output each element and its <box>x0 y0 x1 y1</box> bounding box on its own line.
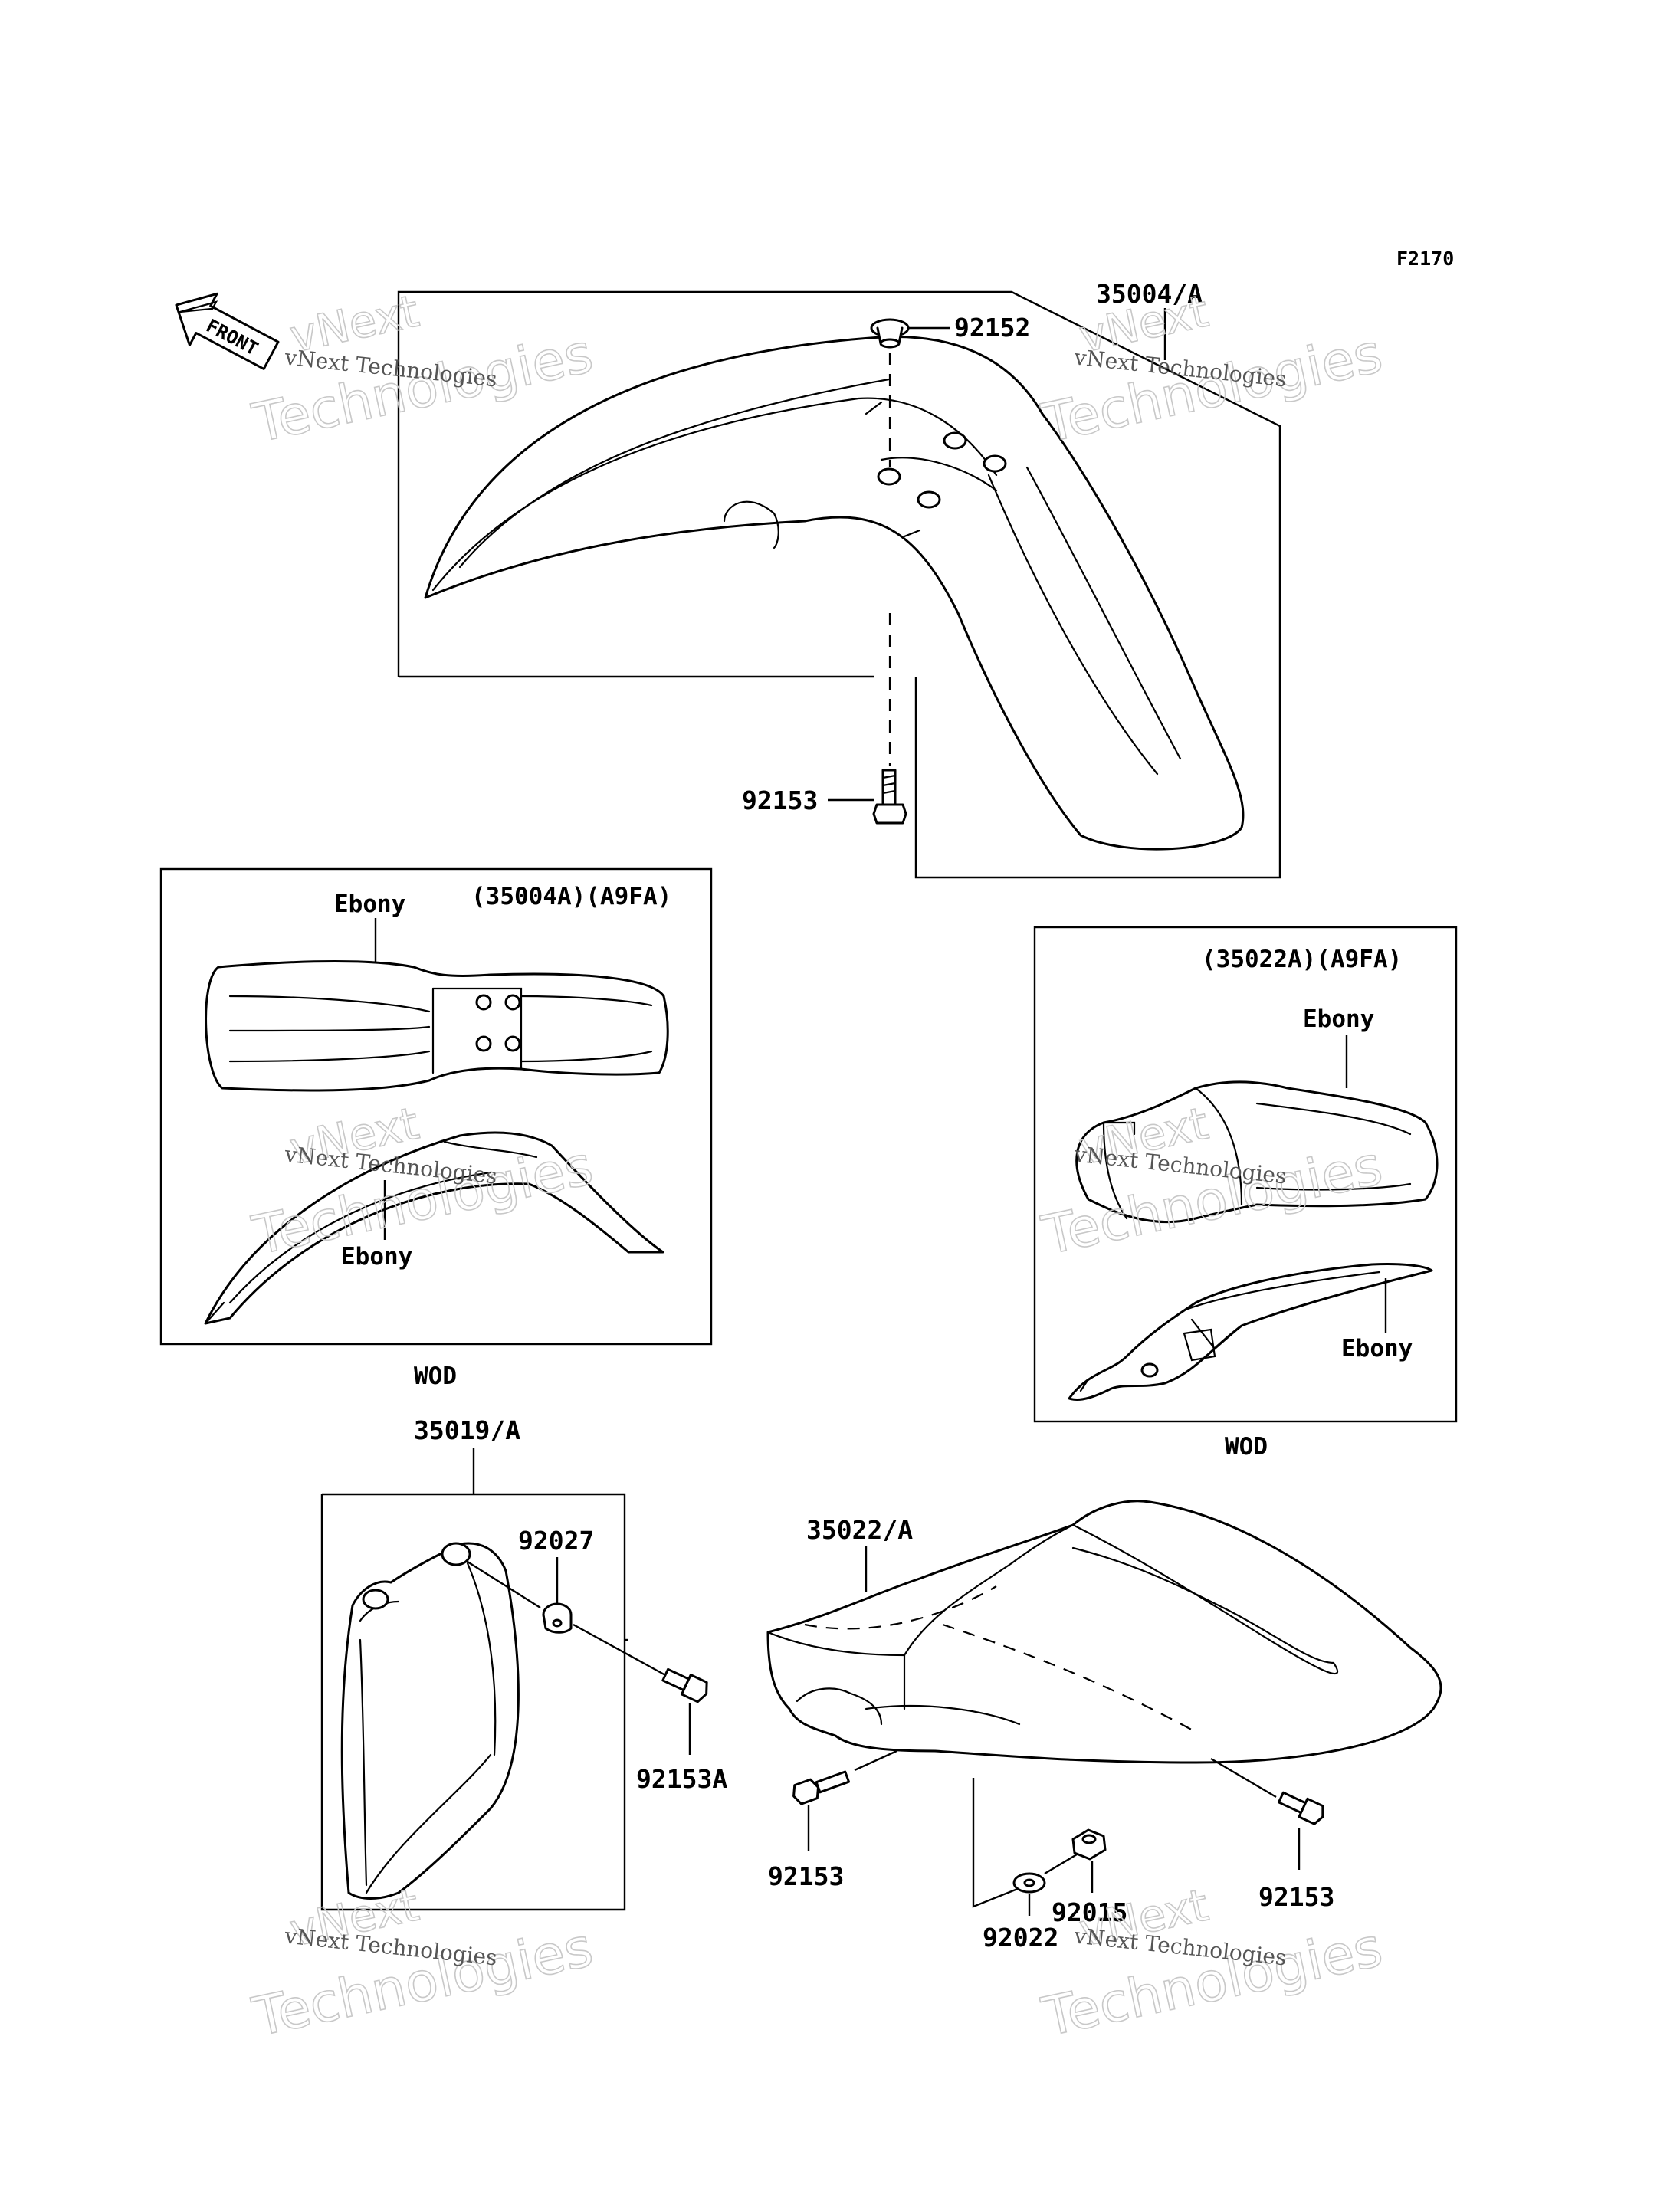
side-cover <box>340 1542 520 1900</box>
label-ebony-rear-side: Ebony <box>1341 1335 1413 1362</box>
front-variant-frame <box>159 867 713 1346</box>
bolt-92153-front <box>872 769 907 825</box>
grommet-92152 <box>870 318 910 349</box>
front-fender-side-view <box>204 1131 664 1325</box>
rear-fender-variant: (35022A)(A9FA) Ebony Ebony WOD <box>1033 926 1458 1461</box>
label-92153-rear-left: 92153 <box>768 1861 844 1891</box>
label-35004A-A9FA: (35004A)(A9FA) <box>471 883 671 910</box>
label-92027: 92027 <box>518 1526 594 1556</box>
label-wod-front: WOD <box>414 1362 457 1390</box>
label-ebony-rear-top: Ebony <box>1303 1005 1374 1033</box>
nut-92015 <box>1071 1828 1107 1861</box>
label-ebony-front-side: Ebony <box>341 1243 412 1271</box>
bolt-92153-rear-left <box>792 1770 850 1805</box>
label-35004A: 35004/A <box>1096 279 1203 309</box>
label-92153-front: 92153 <box>742 785 818 815</box>
bolt-92153A <box>661 1667 708 1703</box>
label-35022A: 35022/A <box>806 1515 913 1545</box>
label-ebony-front-top: Ebony <box>334 890 405 918</box>
rear-fender <box>766 1500 1442 1764</box>
front-fender-top-view <box>205 960 669 1092</box>
rear-fender-side-view <box>1068 1263 1433 1401</box>
label-92022: 92022 <box>983 1923 1058 1953</box>
label-92153-rear-right: 92153 <box>1258 1882 1334 1912</box>
bolt-92153-rear-right <box>1277 1791 1324 1825</box>
rear-variant-frame <box>1033 926 1458 1423</box>
side-cover-frame <box>320 1493 626 1911</box>
front-fender-variant: (35004A)(A9FA) Ebony Ebony WOD <box>159 867 713 1390</box>
side-cover-assembly: 35019/A 92027 92153A <box>320 1415 727 1911</box>
figure-code: F2170 <box>1396 248 1454 270</box>
front-direction-arrow-icon: FRONT <box>175 292 280 370</box>
label-92015: 92015 <box>1052 1897 1127 1927</box>
front-fender <box>424 336 1245 851</box>
label-wod-rear: WOD <box>1225 1433 1268 1461</box>
label-35022A-A9FA: (35022A)(A9FA) <box>1202 946 1402 973</box>
washer-92022 <box>1012 1872 1046 1894</box>
washer-92027 <box>542 1602 573 1634</box>
front-fender-frame <box>397 290 1281 879</box>
label-92152: 92152 <box>954 313 1030 343</box>
rear-fender-assembly: 35022/A 92153 92015 <box>766 1500 1442 1953</box>
front-fender-assembly: 92152 92153 35004/A <box>397 279 1281 879</box>
label-35019A: 35019/A <box>414 1415 520 1445</box>
label-92153A: 92153A <box>636 1764 727 1794</box>
